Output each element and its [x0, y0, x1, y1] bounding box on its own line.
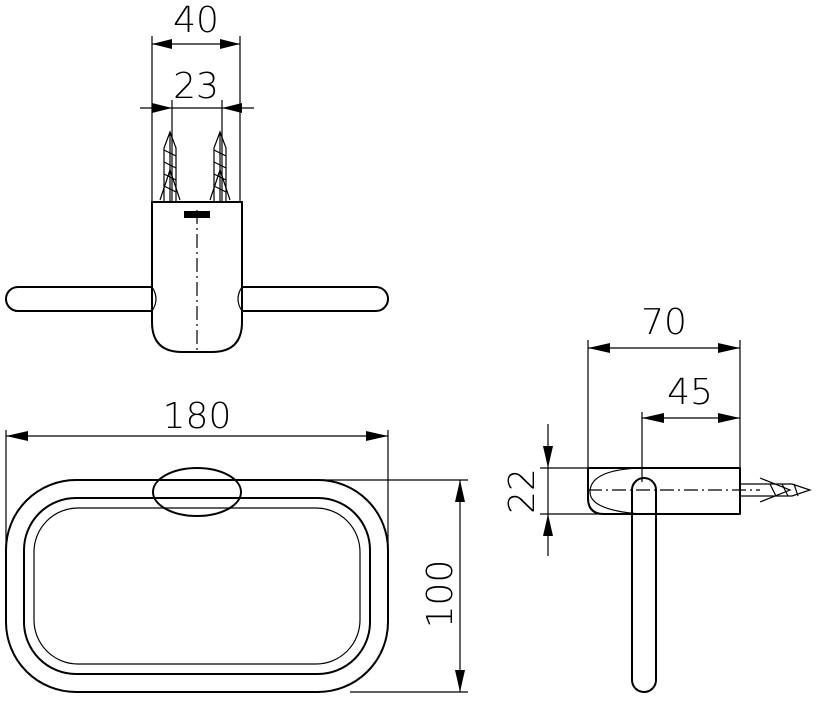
side-ring-arm	[631, 477, 657, 693]
front-mount-oval	[152, 467, 242, 517]
side-mount-body	[587, 467, 741, 515]
dim-front-height-label: 100	[420, 560, 461, 629]
ring-inner-edge	[33, 507, 361, 665]
wall-anchor-left	[159, 130, 181, 202]
brand-mark	[184, 211, 210, 218]
dim-side-thickness-label: 22	[502, 468, 543, 514]
dim-side-depth: 70	[587, 302, 741, 468]
dim-front-height: 100	[242, 479, 468, 693]
dim-side-offset: 45	[641, 372, 740, 482]
side-wall-anchor	[739, 477, 812, 503]
ring-inner	[23, 497, 371, 675]
side-view: 70 45 22	[502, 302, 812, 693]
front-view: 180 100	[5, 396, 468, 693]
dim-side-depth-label: 70	[641, 302, 687, 343]
top-view: 40 23	[5, 0, 389, 353]
dim-top-width: 40	[151, 0, 241, 202]
dim-front-width: 180	[5, 396, 389, 600]
wall-anchor-right	[209, 130, 231, 202]
top-view-plate	[151, 201, 243, 353]
dim-top-width-label: 40	[173, 0, 219, 41]
dim-side-thickness: 22	[502, 424, 604, 556]
dim-side-offset-label: 45	[667, 372, 713, 413]
ring-outer	[5, 479, 389, 693]
top-view-arm-left	[5, 286, 153, 312]
dim-top-inner-label: 23	[173, 66, 219, 107]
dim-top-inner: 23	[140, 66, 254, 202]
top-view-arm-right	[241, 286, 389, 312]
dim-front-width-label: 180	[163, 396, 232, 437]
